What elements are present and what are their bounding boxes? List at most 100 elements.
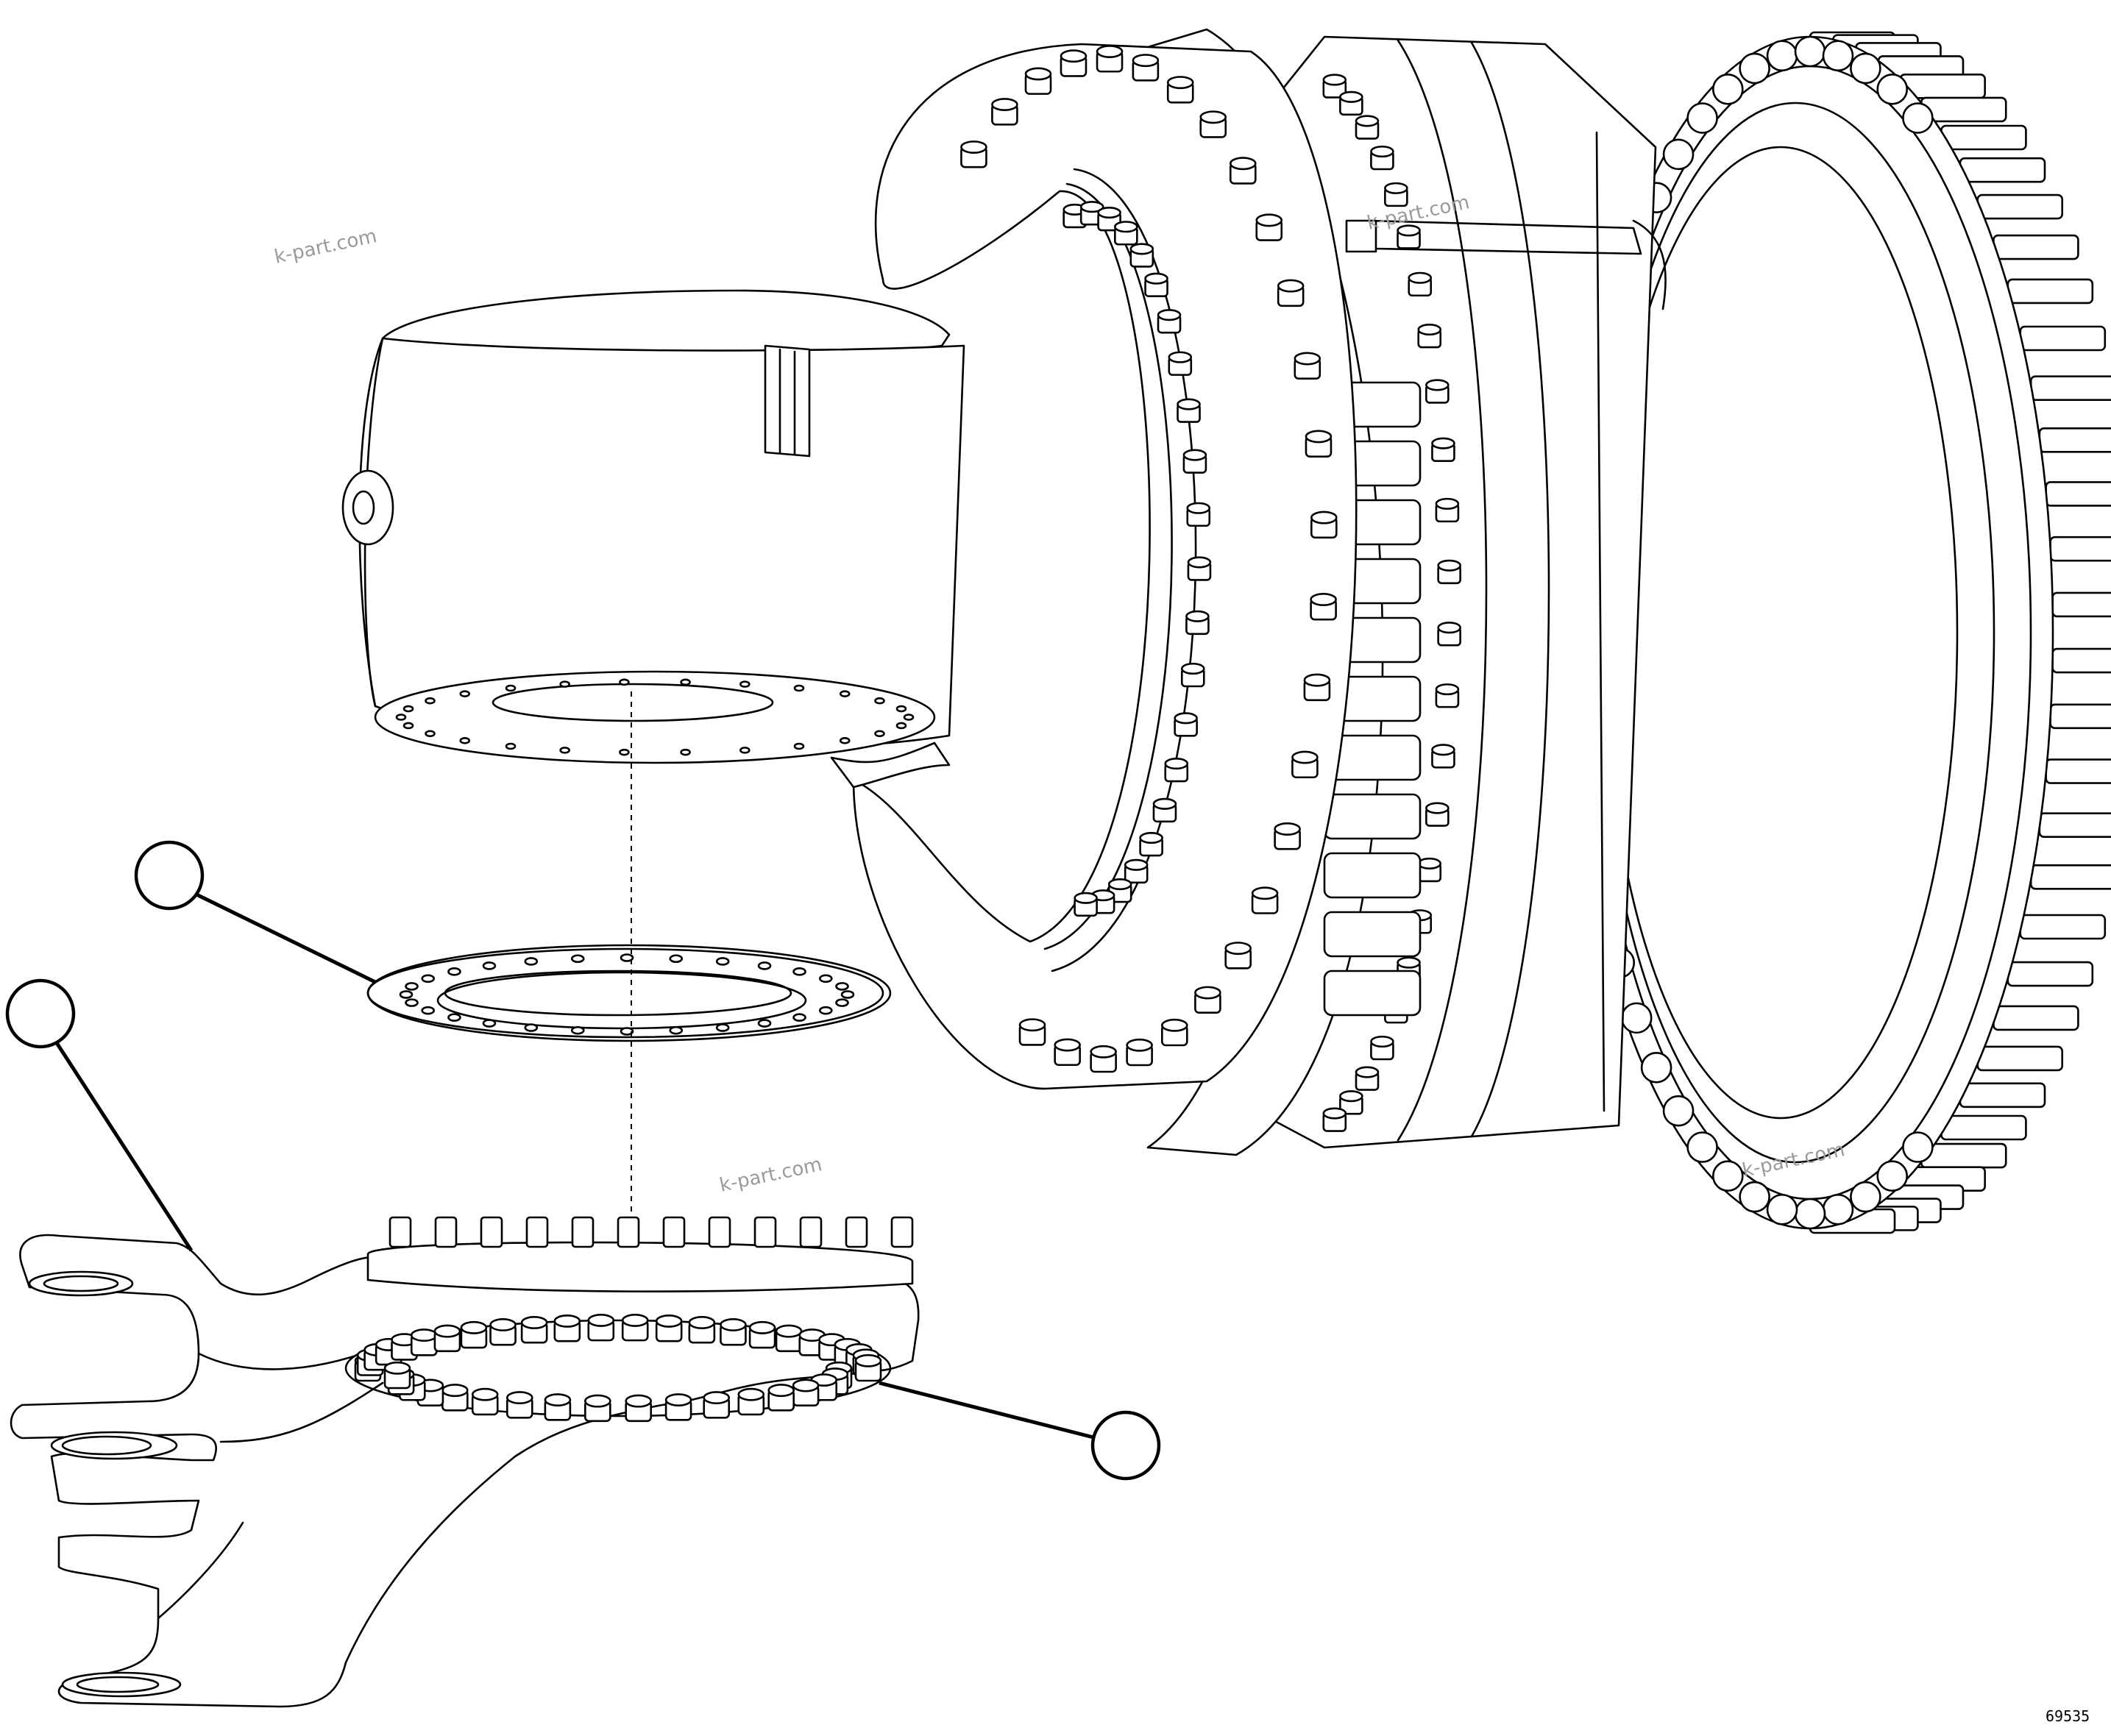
leader-line-2 [51,1036,194,1252]
arm-stud [571,1216,595,1248]
shim-bolt-holes [399,953,855,1036]
disc-bolt [1876,1160,1909,1192]
housing-flange-bolt-holes [395,678,915,756]
housing-hole [395,714,407,721]
shim-hole [421,974,436,983]
disc-bolt [1620,1002,1653,1034]
shim-hole [482,961,497,970]
housing-hole [559,680,570,688]
hub-inner-bolt-circle [1062,201,1212,917]
shim-hole [669,954,684,964]
disc-bolt [1711,74,1744,105]
housing-hole [459,737,471,744]
housing-hole [874,697,885,705]
arm-stud [434,1216,458,1248]
callout-1 [134,840,205,911]
housing-hole [619,748,630,756]
disc-bolt [1794,35,1826,68]
housing-boss [341,469,394,546]
shim-hole [405,982,419,991]
arm-stud [480,1216,503,1248]
rim-stud [2051,647,2111,674]
shim-hole [421,1006,436,1015]
drum-slot [1323,793,1422,840]
housing-hole [619,678,630,686]
rim-stud [2029,375,2111,401]
rim-stud [1976,193,2064,220]
housing-hole [425,697,436,705]
shim-hole [482,1019,497,1028]
arm-mount-studs [389,1216,914,1248]
shim-hole [715,1023,730,1032]
shim-hole [835,998,849,1007]
housing-hole [903,714,915,721]
shim-hole [757,961,772,970]
leader-line-1 [194,892,377,984]
callout-2 [5,978,76,1049]
disc-bolt [1739,1181,1770,1213]
upper-housing [341,289,965,789]
disc-bolt [1766,40,1798,72]
rim-stud [2049,536,2111,562]
shim-hole [620,1027,634,1036]
rim-stud [1993,1005,2079,1031]
rim-stud [1976,1045,2064,1072]
shim-hole [399,990,414,999]
shim-hole [792,967,806,976]
arm-stud [617,1216,640,1248]
shim-hole [715,957,730,966]
disc-bolt [1640,1052,1672,1084]
arm-stud [662,1216,686,1248]
callout-leaders [51,892,1097,1440]
housing-hole [739,680,751,688]
disc-bolt [1822,1193,1854,1225]
rim-stud [1920,1142,2007,1169]
wheel-motor-assembly [852,28,2111,1234]
shim-hole [447,967,461,976]
rim-stud [1959,157,2046,183]
callout-3 [1090,1410,1161,1481]
disc-bolt [1850,52,1881,85]
disc-bolt [1902,102,1934,134]
disc-bolt [1711,1160,1744,1192]
disc-bolt [1766,1193,1798,1225]
housing-hole [839,690,851,697]
figure-number: 69535 [2046,1707,2090,1725]
arm-stud [890,1216,914,1248]
housing-hole [793,742,805,750]
hub-flange-bolt-circle [960,45,1338,1073]
housing-hole [874,730,885,738]
rim-stud [2045,758,2111,784]
leader-line-3 [879,1381,1097,1440]
drum-slot [1323,852,1422,899]
rim-stud [1993,234,2079,260]
rim-stud [2029,864,2111,890]
suspension-arm [10,1216,920,1708]
shim-hole [669,1025,684,1035]
watermark: k-part.com [717,1153,824,1197]
shim-ring [366,944,892,1042]
rim-stud [2007,278,2094,305]
housing-hole [839,737,851,744]
disc-bolt [1850,1181,1881,1213]
disc-bolt [1876,74,1909,105]
carrier-bolt-column [1322,74,1461,1132]
shim-hole [835,982,849,991]
disc-bolt [1686,102,1718,134]
arm-stud [799,1216,823,1248]
rim-stud [2019,325,2107,352]
shim-hole [818,1006,833,1015]
drum-slot [1323,911,1422,958]
housing-hole [459,690,471,697]
sensor-connector [1345,219,1377,253]
rim-stud [1920,96,2007,123]
rim-stud [2045,481,2111,507]
disc-bolt [1822,40,1854,72]
housing-hole [505,742,517,750]
watermark: k-part.com [272,225,379,268]
rim-stud [1940,124,2027,151]
disc-bolt [1662,138,1695,171]
arm-stud [708,1216,731,1248]
